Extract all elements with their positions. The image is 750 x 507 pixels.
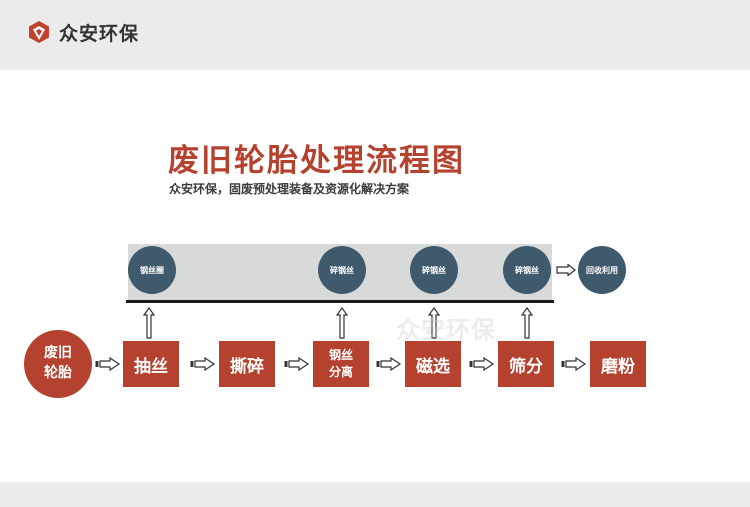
start-node-waste-tire: 废旧 轮胎 — [24, 330, 92, 398]
output-node-steel-scrap-2: 碎钢丝 — [410, 246, 458, 294]
right-arrow-icon — [561, 357, 587, 371]
right-arrow-icon — [556, 264, 576, 276]
page-title: 废旧轮胎处理流程图 — [168, 143, 465, 179]
step-box-screening: 筛分 — [498, 341, 554, 387]
right-arrow-icon — [284, 357, 310, 371]
output-node-steel-scrap-3: 碎钢丝 — [503, 246, 551, 294]
output-node-steel-scrap-1: 碎钢丝 — [318, 246, 366, 294]
step-box-magnetic-separation: 磁选 — [405, 341, 461, 387]
watermark-text: 众安环保 — [396, 316, 496, 344]
brand-name: 众安环保 — [59, 23, 140, 45]
up-arrow-icon — [336, 307, 348, 339]
up-arrow-icon — [143, 307, 155, 339]
step-box-shredding: 撕碎 — [219, 341, 275, 387]
header-bar: 众安环保 — [0, 0, 750, 70]
start-node-label: 废旧 轮胎 — [44, 345, 72, 381]
output-node-steel-bead: 钢丝圈 — [128, 246, 176, 294]
step-box-steel-separation: 钢丝 分离 — [313, 341, 369, 387]
step-box-steel-separation-label: 钢丝 分离 — [328, 348, 353, 379]
up-arrow-icon — [428, 307, 440, 339]
zhongan-logo-icon — [29, 21, 49, 43]
step-box-wire-pulling: 抽丝 — [123, 341, 179, 387]
page-subtitle: 众安环保，固废预处理装备及资源化解决方案 — [169, 182, 410, 196]
right-arrow-icon — [469, 357, 495, 371]
right-arrow-icon — [376, 357, 402, 371]
right-arrow-icon — [95, 357, 121, 371]
right-arrow-icon — [190, 357, 216, 371]
footer-bar — [0, 482, 750, 507]
band-divider-line — [126, 300, 554, 303]
up-arrow-icon — [521, 307, 533, 339]
output-node-recycle: 回收利用 — [578, 246, 626, 294]
step-box-grinding: 磨粉 — [590, 341, 646, 387]
